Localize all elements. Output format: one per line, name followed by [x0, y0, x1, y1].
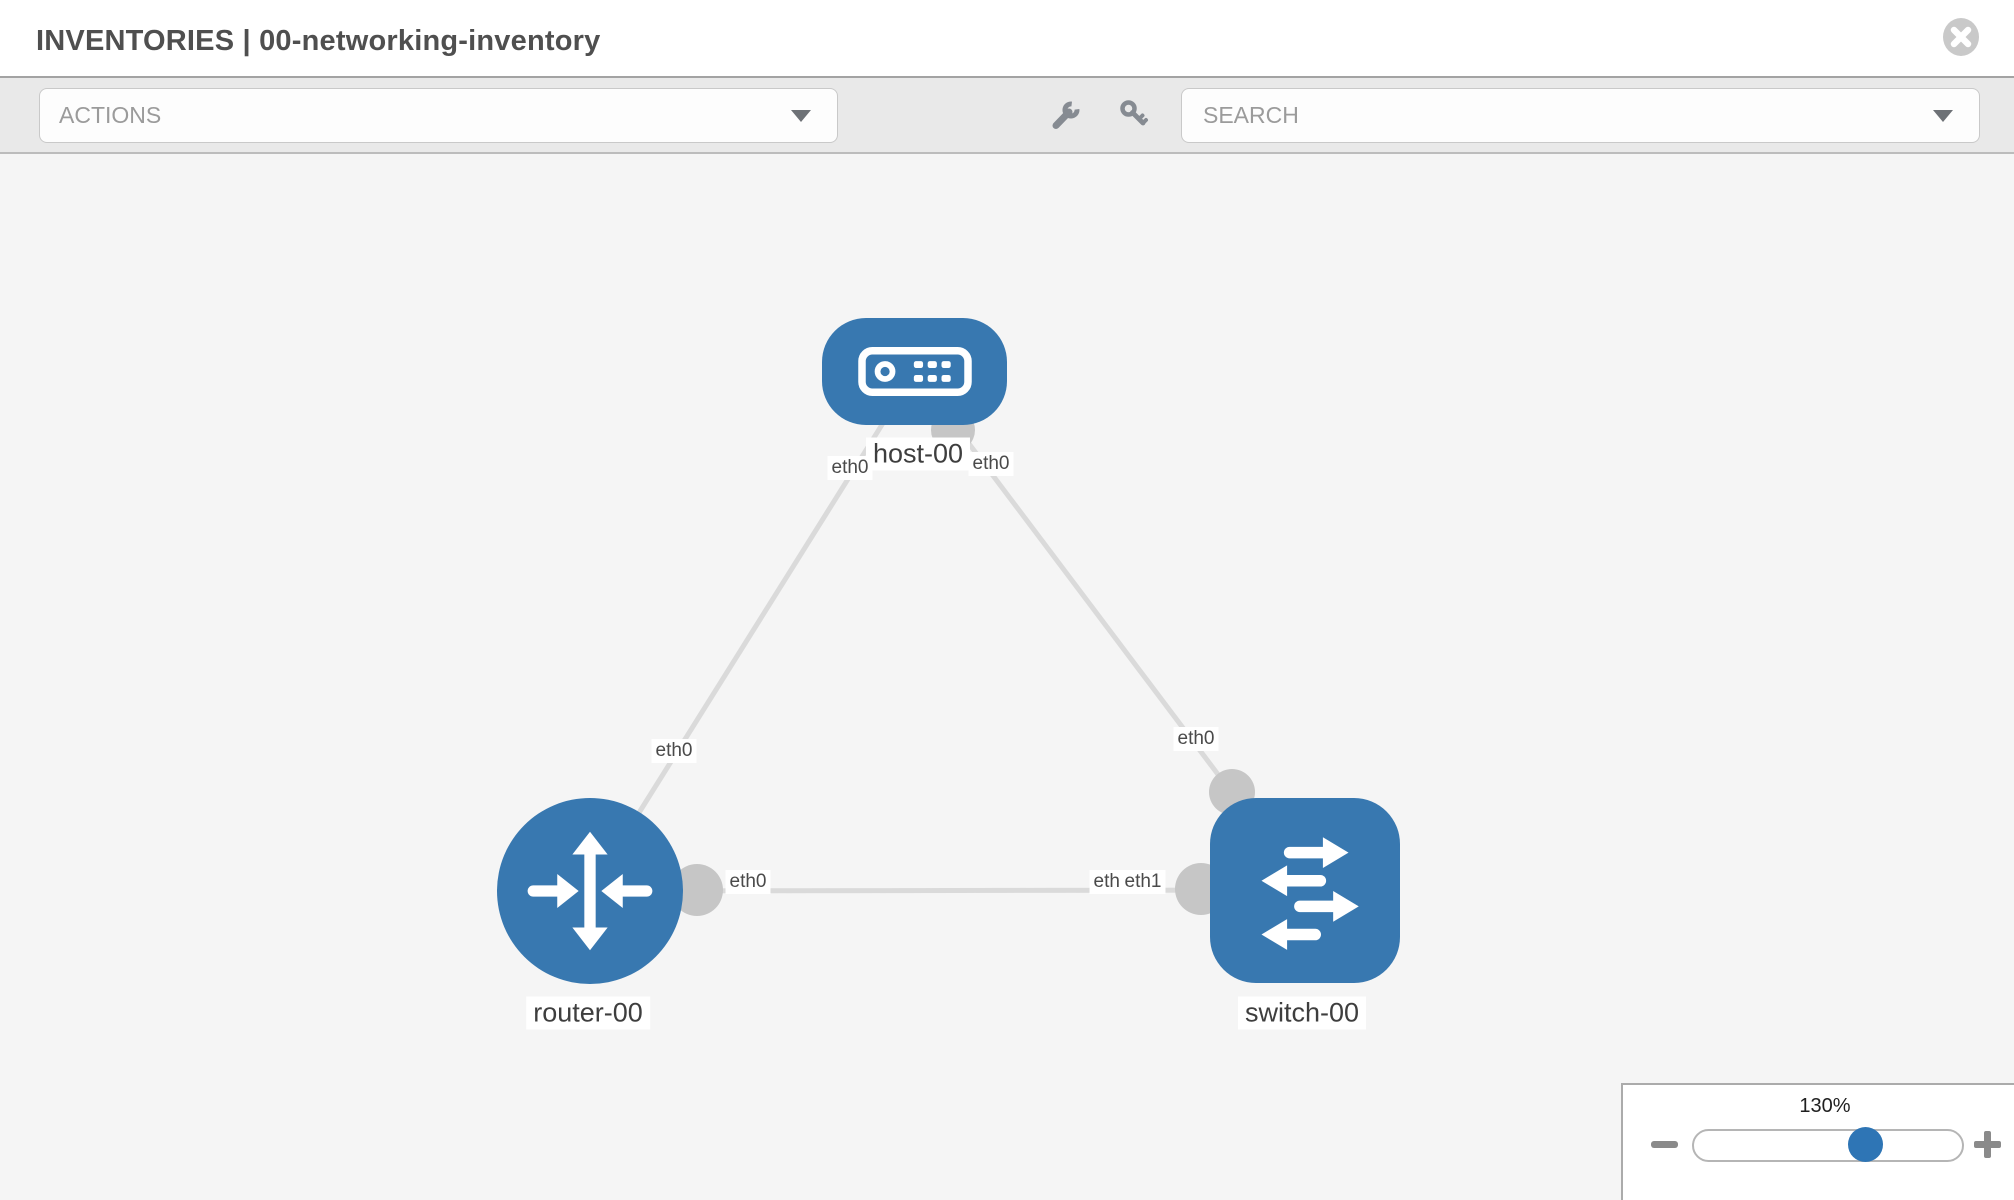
iface-label-switch-to-host: eth0 [1173, 727, 1219, 751]
close-button[interactable] [1941, 17, 1981, 57]
toolbar: ACTIONS [0, 78, 2014, 154]
router-arrows-icon [527, 831, 653, 951]
node-label-host: host-00 [865, 437, 971, 471]
iface-label-switch-to-router: eth1 [1120, 870, 1166, 894]
iface-label-router-to-host: eth0 [651, 739, 697, 763]
connector-dot-router [671, 864, 723, 916]
zoom-in-button[interactable] [1974, 1131, 2001, 1158]
node-host-00[interactable] [822, 318, 1007, 425]
iface-label-host-to-switch: eth0 [968, 452, 1014, 476]
wrench-button[interactable] [1048, 97, 1084, 133]
zoom-slider-track[interactable] [1692, 1129, 1964, 1162]
node-switch-00[interactable] [1210, 798, 1400, 983]
server-icon [857, 347, 972, 396]
node-label-switch: switch-00 [1237, 996, 1367, 1030]
switch-arrows-icon [1261, 836, 1359, 950]
search-input[interactable] [1201, 101, 1885, 130]
page-header: INVENTORIES | 00-networking-inventory [0, 0, 2014, 78]
zoom-level-value: 130% [1799, 1095, 1851, 1117]
node-label-router: router-00 [526, 996, 650, 1030]
iface-label-router-to-switch: eth0 [725, 870, 771, 894]
zoom-control-panel: 130% [1621, 1083, 2014, 1200]
iface-label-host-to-router: eth0 [827, 456, 873, 480]
wrench-icon [1052, 101, 1080, 129]
key-button[interactable] [1116, 97, 1152, 133]
actions-dropdown[interactable]: ACTIONS [39, 88, 838, 143]
node-router-00[interactable] [497, 798, 683, 984]
zoom-out-button[interactable] [1651, 1141, 1678, 1148]
chevron-down-icon [791, 110, 811, 122]
key-icon [1120, 100, 1148, 126]
actions-dropdown-label: ACTIONS [59, 102, 162, 128]
chevron-down-icon [1933, 110, 1953, 122]
plus-icon [1984, 1131, 1991, 1158]
search-dropdown[interactable] [1181, 88, 1980, 143]
page-title: INVENTORIES | 00-networking-inventory [36, 25, 601, 57]
zoom-slider-knob[interactable] [1848, 1127, 1883, 1162]
x-circle-icon [1943, 18, 1979, 56]
topology-links-layer [587, 370, 1307, 916]
topology-canvas[interactable]: host-00 router-00 switch-00 eth0 eth0 et… [0, 154, 2014, 1200]
